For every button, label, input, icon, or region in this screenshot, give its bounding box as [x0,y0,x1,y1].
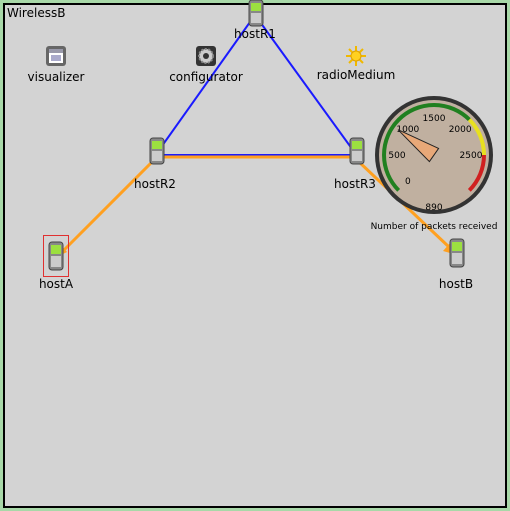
gauge-band [467,154,486,192]
gear-icon [196,46,216,66]
visualizer-node[interactable] [45,45,67,71]
hostA-node[interactable] [43,235,69,277]
path-r2-hostA [59,155,159,255]
radiomedium-node[interactable] [345,45,367,71]
gauge-needle [397,129,440,163]
hostR2-node[interactable] [148,137,166,169]
gauge-tick-label: 1500 [423,114,446,124]
gauge-caption: Number of packets received [371,222,497,232]
configurator-label: configurator [169,70,243,84]
links-layer [57,14,457,257]
link-r1-r3 [254,14,356,154]
link-r1-r2 [156,14,256,154]
hostB-label: hostB [438,277,474,291]
phone-icon [248,0,264,27]
hostR3-label: hostR3 [334,177,376,191]
sun-icon [346,46,366,66]
hostA-label: hostA [38,277,74,291]
gauge-tick-label: 1000 [396,125,419,135]
radiomedium-label: radioMedium [316,68,396,82]
window-icon [46,46,66,66]
network-title: WirelessB [7,6,66,20]
phone-icon [48,241,64,271]
hostR3-node[interactable] [348,137,366,169]
phone-icon [449,238,465,268]
gauge-tick-label: 2000 [449,125,472,135]
hostB-node[interactable] [448,238,466,272]
gauge-band [467,118,486,156]
hostR1-label: hostR1 [234,27,276,41]
phone-icon [349,137,365,165]
gauge-value: 890 [425,203,442,213]
gauge-tick-label: 0 [405,177,411,187]
network-canvas[interactable]: WirelessB visualizer configurator [3,0,507,508]
configurator-node[interactable] [195,45,217,71]
hostR2-label: hostR2 [134,177,176,191]
visualizer-label: visualizer [27,70,85,84]
phone-icon [149,137,165,165]
hostR1-node[interactable] [247,0,265,31]
gauge-tick-label: 500 [388,151,405,161]
gauge-band [382,103,471,192]
gauge-tick-label: 2500 [460,151,483,161]
